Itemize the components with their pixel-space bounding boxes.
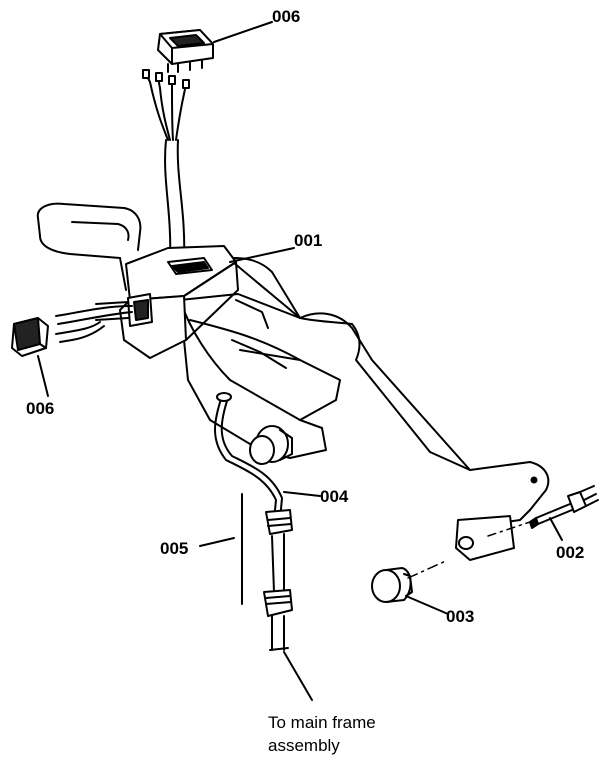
rocker-switch-left	[11, 301, 133, 357]
knob-small	[249, 425, 293, 465]
label-004: 004	[320, 487, 349, 506]
caption-line-2: assembly	[268, 736, 340, 755]
cable-004	[214, 392, 293, 651]
handle-bar	[36, 202, 550, 561]
label-002: 002	[556, 543, 584, 562]
rocker-switch-top	[157, 29, 214, 73]
label-005: 005	[160, 539, 188, 558]
leader-lines	[37, 21, 563, 701]
pin-002	[529, 485, 599, 529]
label-006-left: 006	[26, 399, 54, 418]
knob-003	[371, 559, 449, 603]
caption-main-frame: To main frame assembly	[268, 711, 468, 757]
label-003: 003	[446, 607, 474, 626]
label-006-top: 006	[272, 7, 300, 26]
wire-harness-top	[142, 69, 190, 263]
label-001: 001	[294, 231, 322, 250]
caption-line-1: To main frame	[268, 713, 376, 732]
centerline-pin	[487, 521, 531, 537]
central-housing	[119, 245, 239, 359]
